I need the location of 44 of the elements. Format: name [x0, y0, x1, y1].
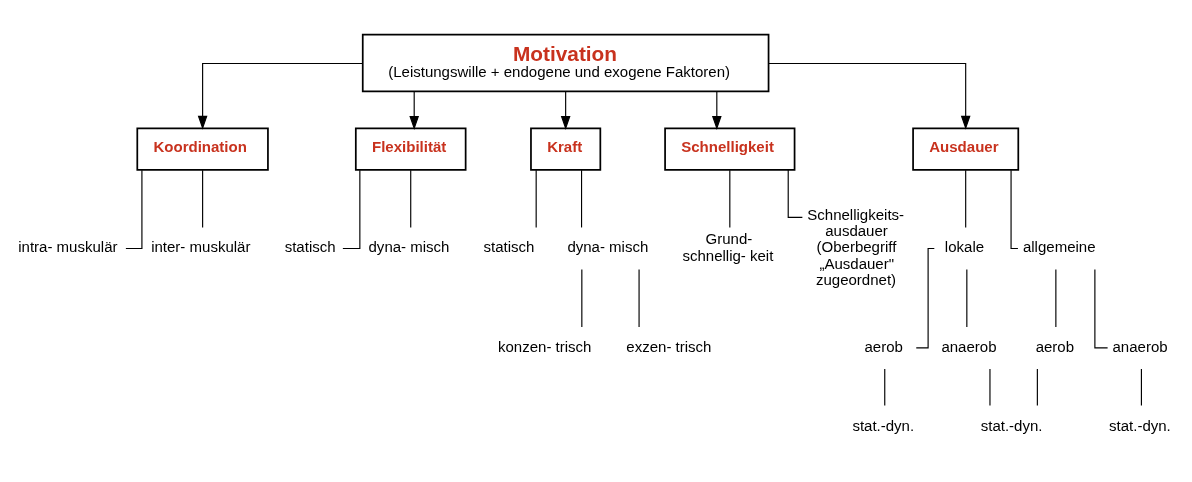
connector [965, 169, 967, 229]
node-text: aerob [864, 337, 903, 355]
connector [202, 169, 204, 229]
connector [410, 169, 412, 229]
node-text: dyna- misch [368, 238, 450, 256]
node-text: aerob [1035, 337, 1075, 355]
node-text: intra- muskulär [18, 238, 118, 256]
arrow [711, 91, 722, 130]
connector [1140, 368, 1142, 406]
connector [535, 169, 537, 229]
node-box: Ausdauer [912, 127, 1020, 171]
node-text: stat.-dyn. [852, 416, 915, 434]
connector [581, 269, 583, 328]
node-box: Motivation (Leistungswille + endogene und exogene Faktoren) [361, 33, 770, 93]
connector [966, 269, 968, 328]
connector [580, 169, 583, 229]
connector [729, 169, 731, 229]
node-text: Grund- schnellig- keit [682, 230, 774, 264]
node-text: statisch [483, 238, 535, 256]
node-text: inter- muskulär [151, 238, 251, 256]
arrow [409, 91, 420, 130]
connector [1055, 269, 1057, 328]
node-text: anaerob [941, 337, 997, 355]
node-text: anaerob [1112, 337, 1168, 355]
node-box: Flexibilität [354, 127, 467, 171]
connector [884, 368, 886, 406]
connector [342, 169, 361, 250]
connector [125, 169, 143, 250]
node-text: allgemeine [1022, 238, 1096, 256]
node-box: Schnelligkeit [664, 127, 796, 171]
node-text: statisch [284, 238, 336, 256]
connector [1036, 368, 1038, 406]
node-text: lokale [944, 238, 985, 256]
node-text: konzen- trisch [498, 337, 592, 355]
node-text: stat.-dyn. [980, 416, 1043, 434]
node-box: Koordination [136, 127, 269, 171]
arrow [197, 62, 363, 130]
node-text: exzen- trisch [626, 337, 712, 355]
arrow [768, 62, 971, 130]
node-box: Kraft [530, 127, 602, 171]
arrow [560, 91, 571, 130]
node-text: stat.-dyn. [1109, 416, 1171, 434]
node-text: dyna- misch [567, 238, 649, 256]
node-text: Schnelligkeits- ausdauer (Oberbegriff „Ausdauer" zugeordnet) [807, 206, 905, 288]
